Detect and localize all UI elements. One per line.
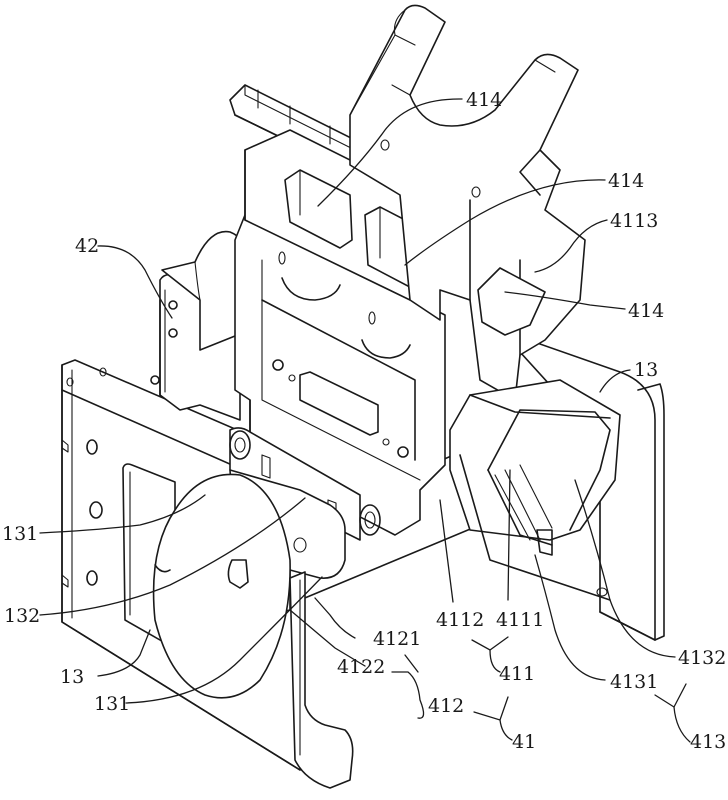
- label-42: 42: [75, 235, 99, 257]
- label-411: 411: [499, 663, 535, 685]
- reference-labels: 414 414 4113 414 42 13 131 132 13 131 41…: [2, 89, 726, 753]
- funnel-413: [449, 379, 621, 601]
- label-4121: 4121: [373, 628, 421, 650]
- leader-lines: [39, 98, 691, 743]
- label-131-upper: 131: [2, 523, 38, 545]
- label-4113: 4113: [610, 210, 658, 232]
- label-414-top: 414: [466, 89, 502, 111]
- label-414-middle: 414: [608, 170, 644, 192]
- label-41: 41: [512, 731, 536, 753]
- label-414-right: 414: [628, 300, 664, 322]
- base-plate-rear: [499, 329, 665, 641]
- label-4112: 4112: [436, 609, 484, 631]
- label-4111: 4111: [496, 609, 544, 631]
- label-131-lower: 131: [94, 693, 130, 715]
- label-13-rear: 13: [634, 359, 658, 381]
- label-13-front: 13: [60, 666, 84, 688]
- label-4132: 4132: [678, 647, 726, 669]
- label-412: 412: [428, 695, 464, 717]
- label-4131: 4131: [610, 671, 658, 693]
- label-4122: 4122: [337, 656, 385, 678]
- fork-arms: [349, 4, 586, 401]
- label-413: 413: [690, 731, 726, 753]
- label-132: 132: [4, 605, 40, 627]
- motor-housing: [152, 469, 354, 789]
- bracket-42: [150, 230, 257, 421]
